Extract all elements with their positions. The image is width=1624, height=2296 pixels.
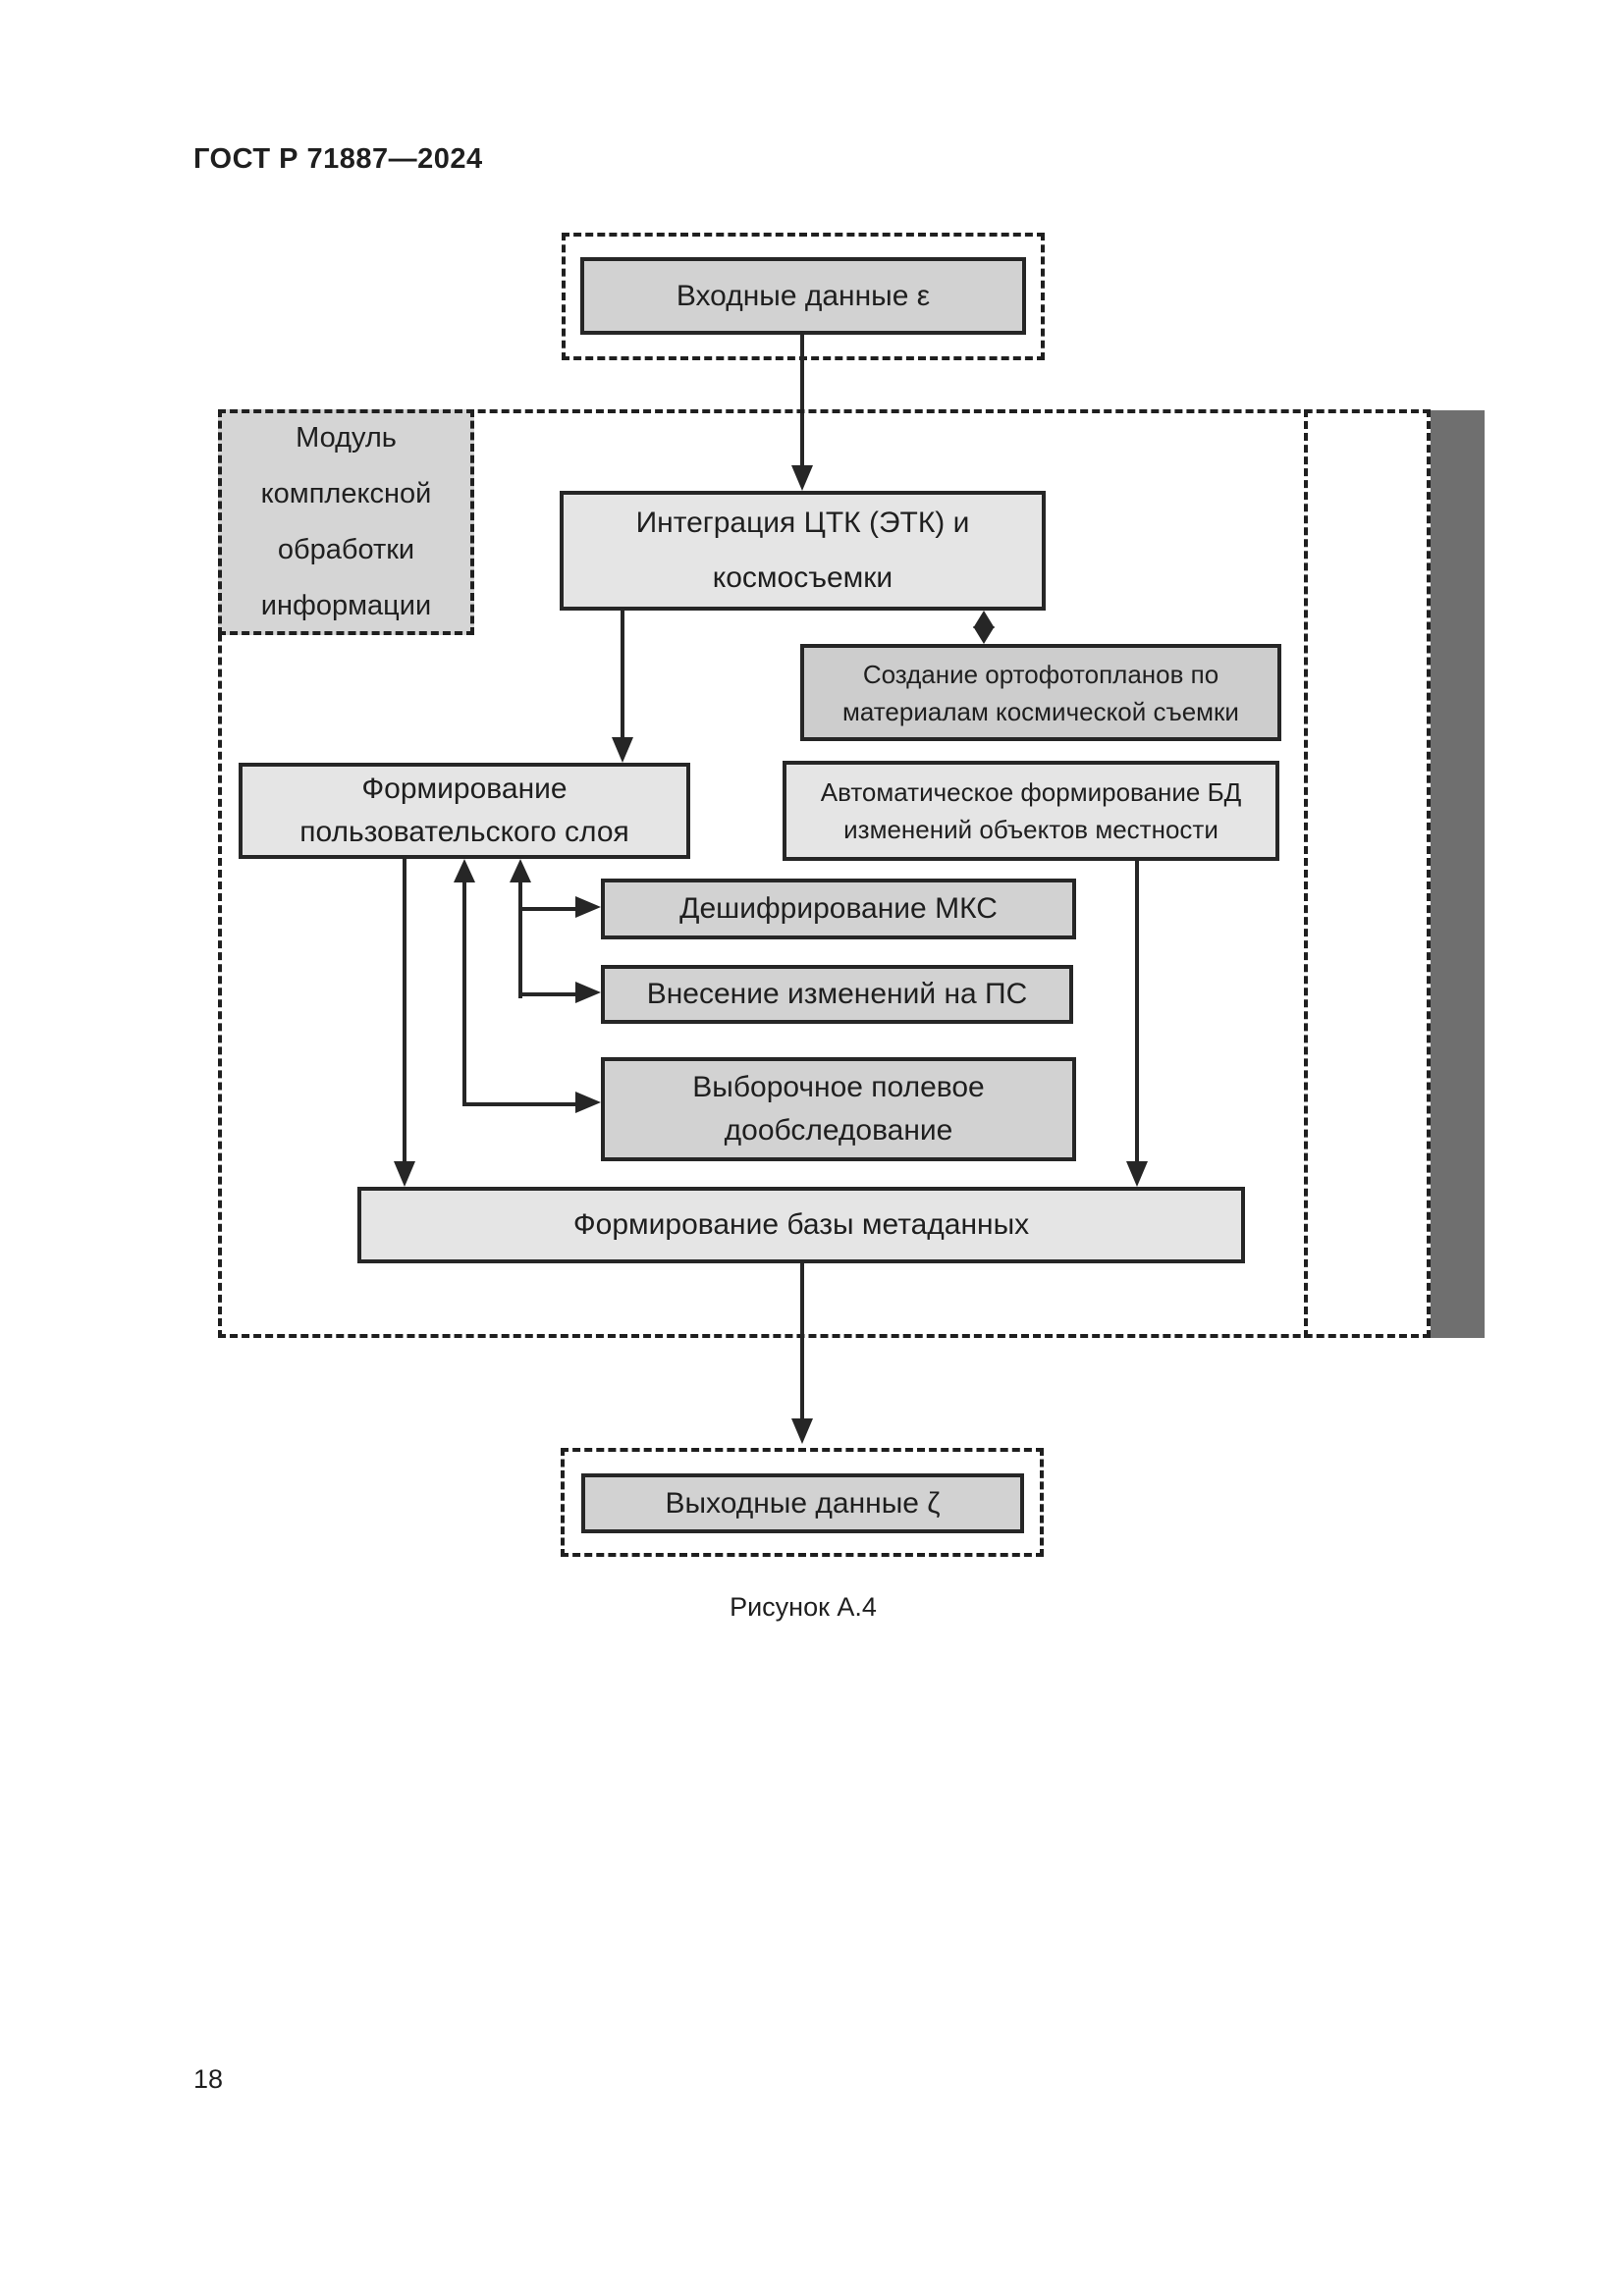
module-frame — [218, 409, 1431, 1338]
connector-branch-mks — [518, 907, 580, 911]
arrow-head — [612, 737, 633, 763]
connector-integration-userlayer — [621, 611, 624, 739]
connector-autodb-metadata — [1135, 861, 1139, 1161]
arrow-head — [575, 896, 601, 918]
auto-db-box: Автоматическое формирование БД изменений… — [783, 761, 1279, 861]
arrow-head — [791, 1418, 813, 1444]
connector-mks-ps-userlayer — [518, 881, 522, 998]
ortho-box: Создание ортофотопланов по материалам ко… — [800, 644, 1281, 741]
right-sidebar-bar — [1431, 410, 1485, 1338]
arrow-head — [973, 611, 995, 628]
arrow-head — [510, 859, 531, 882]
arrow-head — [575, 982, 601, 1003]
connector-fieldsurvey-userlayer — [462, 881, 466, 1106]
output-data-box: Выходные данные ζ — [581, 1473, 1024, 1533]
arrow-head — [973, 626, 995, 644]
connector-input-integration — [800, 335, 804, 469]
module-label-box: Модуль комплексной обработки информации — [218, 409, 474, 635]
page-number: 18 — [193, 2064, 224, 2094]
metadata-box: Формирование базы метаданных — [357, 1187, 1245, 1263]
connector-metadata-output — [800, 1263, 804, 1418]
arrow-head — [1126, 1161, 1148, 1187]
connector-branch-fieldsurvey — [462, 1102, 580, 1106]
field-survey-box: Выборочное полевое дообследование — [601, 1057, 1076, 1161]
module-frame-divider — [1304, 409, 1308, 1338]
mks-box: Дешифрирование МКС — [601, 879, 1076, 939]
arrow-head — [575, 1092, 601, 1113]
arrow-head — [791, 465, 813, 491]
connector-userlayer-metadata — [403, 859, 406, 1163]
input-data-box: Входные данные ε — [580, 257, 1026, 335]
arrow-head — [394, 1161, 415, 1187]
user-layer-box: Формирование пользовательского слоя — [239, 763, 690, 859]
figure-caption: Рисунок А.4 — [730, 1592, 877, 1622]
connector-branch-ps — [518, 992, 580, 996]
page-header: ГОСТ Р 71887—2024 — [193, 143, 483, 175]
ps-box: Внесение изменений на ПС — [601, 965, 1073, 1024]
arrow-head — [454, 859, 475, 882]
integration-box: Интеграция ЦТК (ЭТК) и космосъемки — [560, 491, 1046, 611]
output-dashed-frame — [561, 1448, 1044, 1557]
